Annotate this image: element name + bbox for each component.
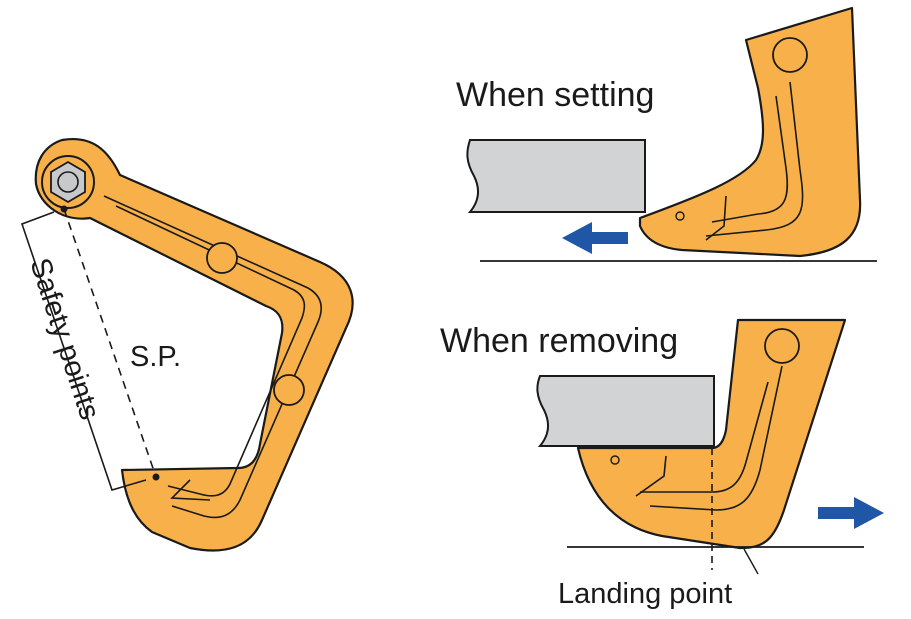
- removing-clamp-inner-line-2: [640, 381, 769, 493]
- left-clamp-pivot-upper: [206, 242, 238, 274]
- removing-clamp-body: [576, 318, 847, 550]
- removing-clamp-pivot: [764, 328, 800, 364]
- setting-clamp-inner-line-1: [705, 81, 804, 237]
- left-clamp-pivot-lower: [273, 374, 305, 406]
- arrow-right-icon: [818, 497, 884, 529]
- sp-label: S.P.: [130, 341, 181, 373]
- safety-points-bracket: [20, 211, 147, 491]
- when-removing-label: When removing: [440, 322, 678, 360]
- removing-clamp-small-hole: [610, 455, 620, 465]
- setting-clamp-pivot: [772, 37, 808, 73]
- arrow-left-icon: [562, 222, 628, 254]
- setting-clamp-small-hole: [675, 211, 685, 221]
- landing-point-label: Landing point: [558, 578, 732, 610]
- sp-dashed-line: [63, 208, 157, 478]
- left-clamp-inner-line-1: [103, 195, 322, 519]
- left-clamp-inner-line-2: [115, 205, 306, 497]
- safety-points-label: Safety points: [23, 254, 105, 423]
- removing-clamp-inner-line-1: [649, 365, 783, 511]
- removing-clamp-jaw-line: [635, 455, 667, 497]
- left-clamp-jaw-line: [170, 479, 211, 501]
- setting-clamp-inner-line-2: [711, 95, 789, 223]
- setting-panel: When setting: [456, 6, 877, 262]
- removing-panel: When removing Landing point: [440, 318, 884, 610]
- landing-leader-line: [743, 548, 759, 575]
- safety-point-top: [60, 205, 68, 213]
- hex-bolt-icon: [41, 155, 95, 209]
- setting-plate: [466, 139, 646, 213]
- when-setting-label: When setting: [456, 76, 654, 114]
- setting-clamp-jaw-line: [705, 195, 727, 241]
- removing-plate: [536, 375, 715, 447]
- setting-clamp-body: [638, 6, 862, 258]
- left-clamp: Safety points S.P.: [20, 137, 354, 552]
